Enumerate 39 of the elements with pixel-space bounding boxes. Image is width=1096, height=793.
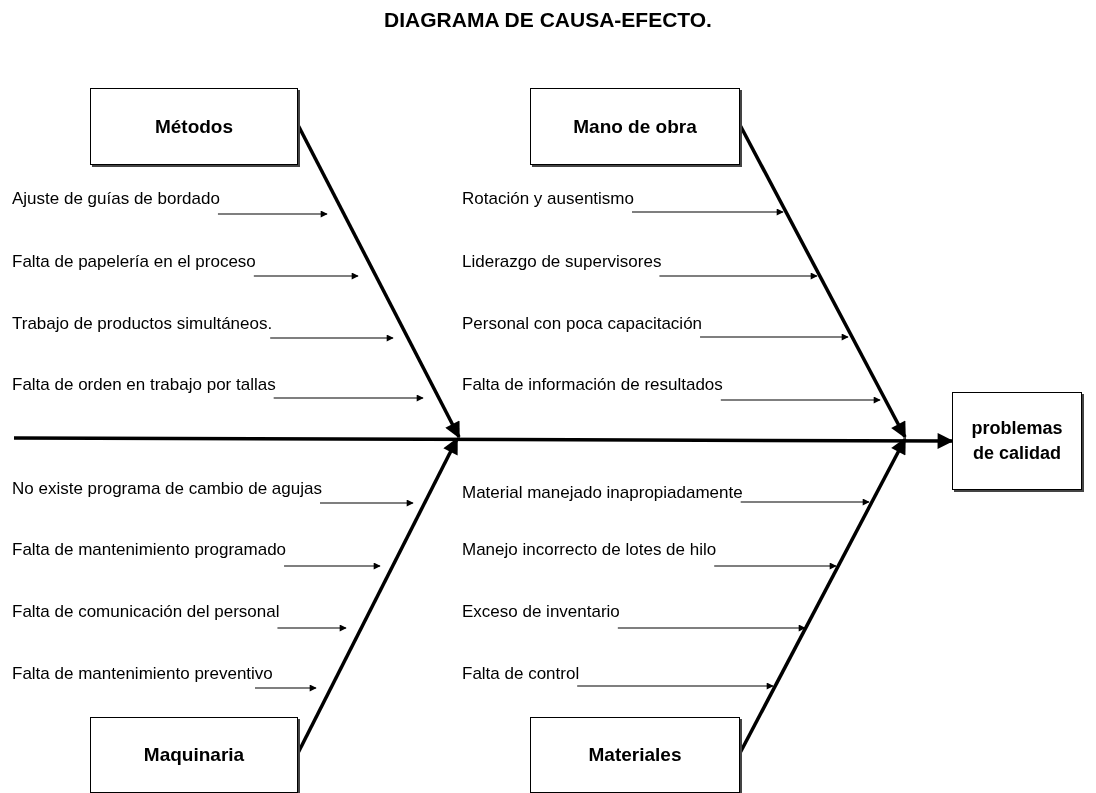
cause-arrow	[576, 682, 774, 690]
cause-text: Personal con poca capacitación	[462, 314, 703, 337]
cause-text: Rotación y ausentismo	[462, 189, 634, 212]
cause-text: Falta de comunicación del personal	[12, 602, 280, 628]
cause-text: No existe programa de cambio de agujas	[12, 479, 322, 503]
effect-box: problemas de calidad	[952, 392, 1082, 490]
cause-arrow	[276, 624, 347, 632]
cause-text: Falta de mantenimiento preventivo	[12, 664, 273, 688]
cause-arrow	[253, 272, 359, 280]
cause-text: Falta de orden en trabajo por tallas	[12, 375, 276, 398]
category-box: Maquinaria	[90, 717, 298, 793]
category-box: Métodos	[90, 88, 298, 165]
cause-arrow	[617, 624, 806, 632]
category-box: Mano de obra	[530, 88, 740, 165]
cause-arrow	[631, 208, 784, 216]
cause-arrow	[319, 499, 414, 507]
cause-arrow	[740, 498, 870, 506]
cause-arrow	[217, 210, 328, 218]
category-box: Materiales	[530, 717, 740, 793]
cause-text: Material manejado inapropiadamente	[462, 483, 743, 502]
diagram-title: DIAGRAMA DE CAUSA-EFECTO.	[383, 8, 713, 32]
cause-text: Ajuste de guías de bordado	[12, 189, 220, 214]
cause-text: Falta de mantenimiento programado	[12, 540, 287, 566]
bone-arrow	[14, 432, 954, 449]
cause-arrow	[713, 562, 837, 570]
cause-arrow	[254, 684, 317, 692]
cause-arrow	[699, 333, 849, 341]
cause-arrow	[273, 394, 424, 402]
cause-text: Falta de información de resultados	[462, 375, 723, 400]
cause-text: Manejo incorrecto de lotes de hilo	[462, 540, 717, 566]
cause-arrow	[720, 396, 881, 404]
cause-text: Falta de control	[462, 664, 580, 686]
cause-arrow	[269, 334, 394, 342]
cause-text: Trabajo de productos simultáneos.	[12, 314, 273, 338]
cause-text: Liderazgo de supervisores	[462, 252, 662, 276]
cause-arrow	[283, 562, 381, 570]
cause-text: Falta de papelería en el proceso	[12, 252, 256, 276]
cause-arrow	[658, 272, 818, 280]
cause-text: Exceso de inventario	[462, 602, 620, 628]
